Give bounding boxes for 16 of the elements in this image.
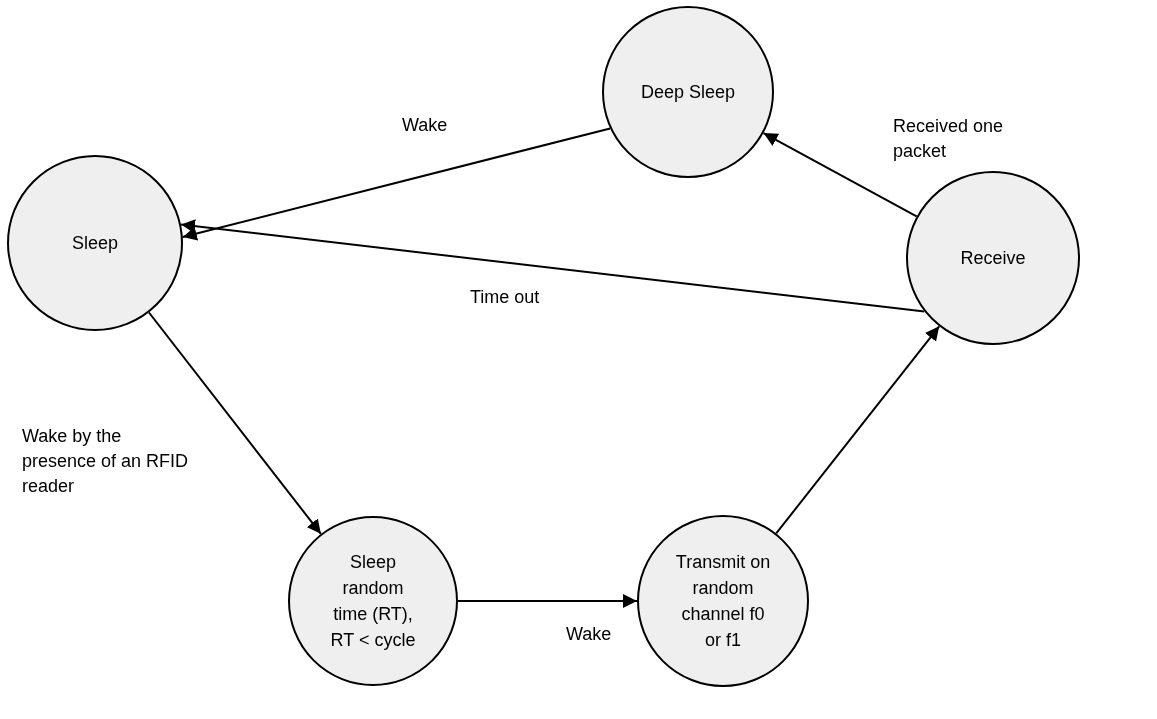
state-label: Transmit on random channel f0 or f1 — [675, 550, 771, 653]
state-label: Deep Sleep — [639, 80, 737, 104]
state-label: Receive — [959, 246, 1027, 270]
edge-label: Wake by the presence of an RFID reader — [22, 425, 190, 499]
arrow — [775, 325, 941, 535]
edge-label: Time out — [470, 286, 541, 309]
arrow — [180, 219, 926, 313]
edge-label: Received one packet — [893, 115, 1005, 164]
arrow — [147, 311, 322, 535]
edge-label: Wake — [566, 623, 613, 646]
edge-label: Wake — [402, 114, 449, 137]
arrow — [762, 132, 918, 218]
state-label: Sleep — [70, 231, 119, 255]
arrow — [181, 127, 612, 241]
arrow — [457, 594, 638, 608]
state-label: Sleep random time (RT), RT < cycle — [329, 550, 417, 653]
